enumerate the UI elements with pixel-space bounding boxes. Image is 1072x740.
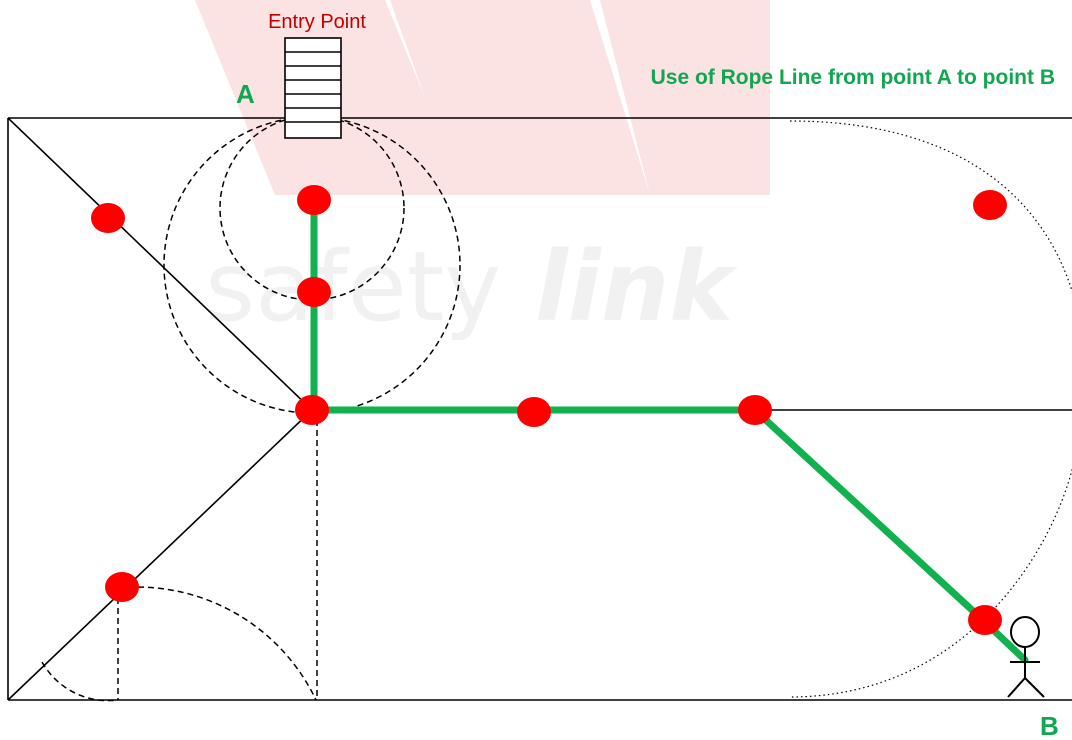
fall-arc-left-large xyxy=(117,586,317,701)
anchor-point xyxy=(968,605,1002,635)
watermark: safety link xyxy=(195,0,770,343)
hip-line-upper xyxy=(7,117,313,411)
anchor-point xyxy=(295,395,329,425)
point-b-label: B xyxy=(1040,711,1059,740)
anchor-point xyxy=(517,397,551,427)
diagram-title: Use of Rope Line from point A to point B xyxy=(651,66,1055,89)
anchor-point xyxy=(105,572,139,602)
anchor-point xyxy=(973,190,1007,220)
anchor-point xyxy=(297,185,331,215)
entry-point-label: Entry Point xyxy=(268,11,366,33)
watermark-text-bold: link xyxy=(535,231,738,343)
point-a-label: A xyxy=(236,79,255,109)
anchor-point xyxy=(91,203,125,233)
hip-line-lower xyxy=(7,409,313,701)
fall-arc-right xyxy=(789,120,1072,698)
person-icon xyxy=(1007,616,1045,698)
ladder-icon xyxy=(284,37,342,139)
watermark-text-light: safety xyxy=(205,231,501,343)
anchor-point xyxy=(738,395,772,425)
fall-arc-left-small xyxy=(41,661,119,702)
anchor-point xyxy=(297,277,331,307)
anchor-points xyxy=(91,185,1007,635)
